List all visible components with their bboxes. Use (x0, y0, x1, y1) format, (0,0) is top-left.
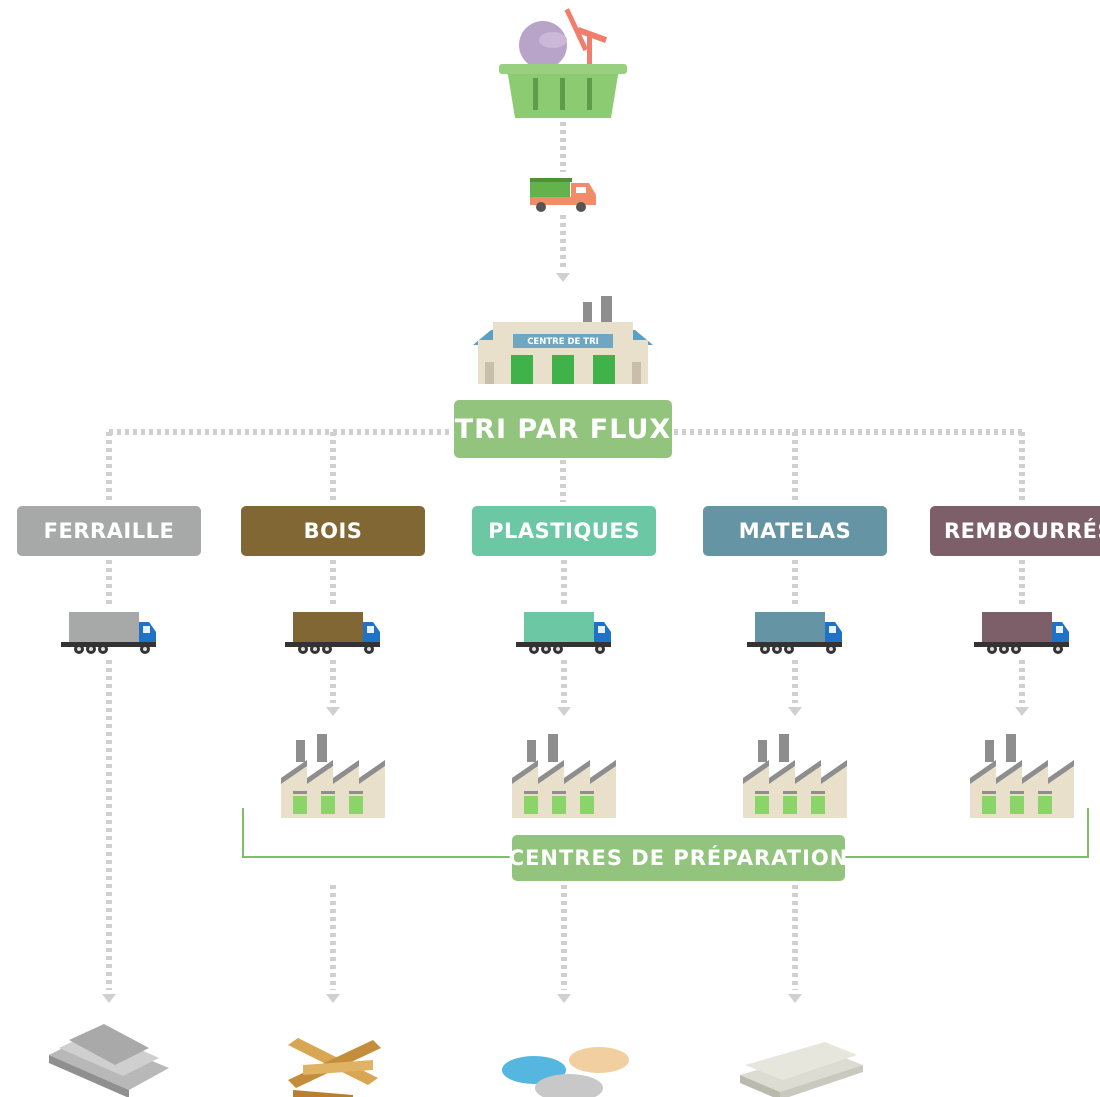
flow-label-1: FERRAILLE (17, 506, 201, 556)
arrow-to-centre (556, 273, 570, 282)
arrow-to-product-1 (102, 994, 116, 1003)
dotted-connectors (102, 122, 1029, 1003)
flow-label-3: PLASTIQUES (472, 506, 656, 556)
arrow-to-product-3 (557, 994, 571, 1003)
bulky-waste-bin-icon (499, 8, 627, 118)
arrow-to-factory-3 (557, 707, 571, 716)
preparation-factories (281, 734, 1074, 818)
end-products (49, 1024, 863, 1097)
sorting-center-building-icon (473, 296, 653, 384)
factory-icon-4 (743, 734, 847, 818)
truck-icon-5 (974, 612, 1069, 654)
prep-centers-label: CENTRES DE PRÉPARATION (509, 835, 847, 881)
factory-icon-3 (512, 734, 616, 818)
foam-panels-icon (740, 1042, 863, 1097)
arrow-to-factory-2 (326, 707, 340, 716)
arrow-to-product-4 (788, 994, 802, 1003)
sorting-center-sign: CENTRE DE TRI (527, 337, 599, 347)
truck-icon-2 (285, 612, 380, 654)
collection-truck-icon (530, 178, 596, 212)
truck-icon-3 (516, 612, 611, 654)
tri-par-flux-label: TRI PAR FLUX (454, 400, 672, 458)
steel-beams-icon (49, 1024, 169, 1097)
arrow-to-factory-4 (788, 707, 802, 716)
flow-label-5: REMBOURRÉS (930, 506, 1100, 556)
flow-trucks (61, 612, 1069, 654)
wood-planks-icon (288, 1038, 381, 1097)
arrow-to-factory-5 (1015, 707, 1029, 716)
flow-label-4: MATELAS (703, 506, 887, 556)
arrow-to-product-2 (326, 994, 340, 1003)
factory-icon-2 (281, 734, 385, 818)
plastic-pellets-icon (502, 1047, 629, 1097)
factory-icon-5 (970, 734, 1074, 818)
truck-icon-1 (61, 612, 156, 654)
truck-icon-4 (747, 612, 842, 654)
flow-label-2: BOIS (241, 506, 425, 556)
